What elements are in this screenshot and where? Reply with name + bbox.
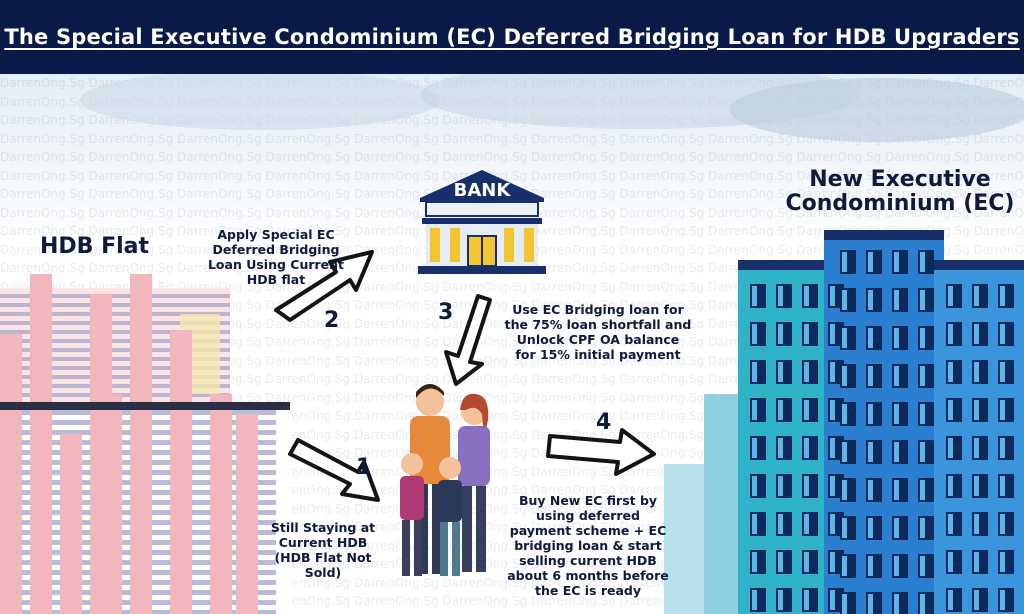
ec-building-illustration bbox=[664, 230, 1024, 614]
step-4-line: using deferred bbox=[536, 508, 640, 523]
arrow-step-4 bbox=[546, 428, 656, 476]
step-1-line: Sold) bbox=[304, 565, 342, 580]
header-bar: The Special Executive Condominium (EC) D… bbox=[0, 0, 1024, 74]
step-4-line: the EC is ready bbox=[534, 583, 642, 598]
step-3-line: for 15% initial payment bbox=[515, 347, 681, 362]
bank-roof bbox=[420, 170, 544, 198]
hdb-flat-label: HDB Flat bbox=[40, 234, 150, 259]
step-4-number: 4 bbox=[596, 410, 612, 435]
step-1-number: 1 bbox=[356, 455, 372, 480]
arrow-step-2 bbox=[274, 250, 374, 322]
step-2-line: Loan Using Current bbox=[207, 257, 345, 272]
step-2-line: Apply Special EC bbox=[217, 227, 335, 242]
bank-pillar bbox=[430, 228, 440, 262]
step-4-line: Buy New EC first by bbox=[518, 493, 658, 508]
step-3-number: 3 bbox=[438, 300, 454, 325]
step-2-line: Deferred Bridging bbox=[212, 242, 340, 257]
step-4-line: selling current HDB bbox=[519, 553, 657, 568]
hdb-flat-illustration bbox=[0, 274, 290, 614]
step-1-line: Still Staying at bbox=[270, 520, 376, 535]
step-3-line: the 75% loan shortfall and bbox=[504, 317, 692, 332]
bank-illustration: BANK bbox=[418, 170, 546, 274]
step-4-text: Buy New EC first by using deferred payme… bbox=[506, 493, 670, 598]
step-2-text: Apply Special EC Deferred Bridging Loan … bbox=[196, 227, 356, 287]
step-2-line: HDB flat bbox=[246, 272, 306, 287]
step-4-line: payment scheme + EC bbox=[509, 523, 667, 538]
arrow-step-3 bbox=[444, 294, 492, 386]
new-ec-label-line2: Condominium (EC) bbox=[785, 191, 1015, 216]
step-2-number: 2 bbox=[324, 308, 340, 333]
step-1-line: (HDB Flat Not bbox=[274, 550, 372, 565]
family-illustration bbox=[400, 384, 490, 576]
arrow-step-1 bbox=[288, 438, 380, 502]
step-3-line: Unlock CPF OA balance bbox=[516, 332, 680, 347]
new-ec-label: New Executive Condominium (EC) bbox=[780, 168, 1020, 216]
new-ec-label-line1: New Executive bbox=[809, 167, 991, 192]
step-1-line: Current HDB bbox=[278, 535, 368, 550]
bank-sign: BANK bbox=[454, 180, 512, 201]
page-title: The Special Executive Condominium (EC) D… bbox=[4, 25, 1020, 49]
step-4-line: bridging loan & start bbox=[514, 538, 662, 553]
step-3-text: Use EC Bridging loan for the 75% loan sh… bbox=[500, 302, 696, 362]
step-3-line: Use EC Bridging loan for bbox=[512, 302, 684, 317]
step-1-text: Still Staying at Current HDB (HDB Flat N… bbox=[268, 520, 378, 580]
step-4-line: about 6 months before bbox=[507, 568, 669, 583]
